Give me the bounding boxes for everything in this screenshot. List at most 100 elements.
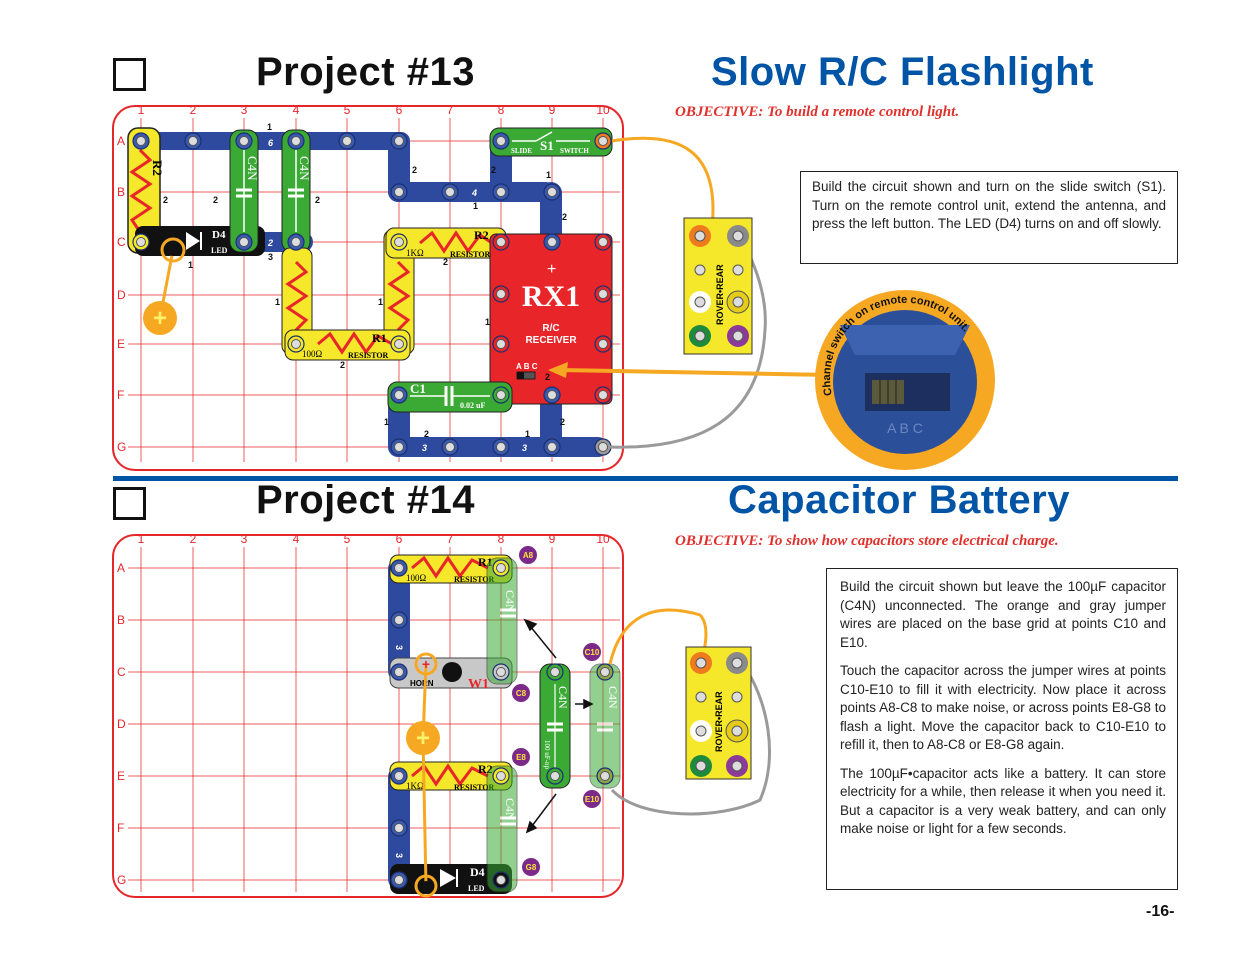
svg-text:2: 2: [443, 257, 448, 267]
svg-text:2: 2: [163, 195, 168, 205]
horn-led-probe: + +: [406, 652, 440, 898]
led-d4: D4 LED: [390, 864, 512, 894]
orange-jumper: [611, 136, 715, 229]
resistor-r2-top: R2 1KΩ RESISTOR: [385, 227, 507, 259]
svg-text:C4N: C4N: [606, 686, 620, 709]
svg-text:RESISTOR: RESISTOR: [454, 783, 495, 792]
svg-text:0.02 uF: 0.02 uF: [460, 401, 485, 410]
snap-connectors: [390, 559, 614, 889]
svg-text:100 uF-np: 100 uF-np: [543, 740, 551, 769]
svg-text:+: +: [416, 725, 430, 752]
wire-label: 3: [522, 443, 527, 453]
receiver-rx1: + RX1 R/C RECEIVER A B C: [489, 233, 613, 405]
grid-row-label: F: [117, 821, 124, 835]
svg-text:2: 2: [340, 360, 345, 370]
instruction-paragraph: Build the circuit shown but leave the 10…: [840, 579, 1166, 650]
point-label: C10: [585, 648, 600, 657]
capacitor-c4n-a: C4N: [229, 129, 260, 253]
svg-text:100Ω: 100Ω: [302, 349, 323, 359]
svg-text:HORN: HORN: [410, 679, 434, 688]
project13-instructions: Build the circuit shown and turn on the …: [800, 171, 1178, 264]
svg-text:ROVER•REAR: ROVER•REAR: [715, 264, 725, 325]
grid-column-label: 2: [190, 532, 197, 546]
project14-title: Project #14: [256, 478, 475, 522]
svg-text:1: 1: [525, 429, 530, 439]
svg-text:100Ω: 100Ω: [406, 573, 427, 583]
svg-text:RESISTOR: RESISTOR: [454, 575, 495, 584]
svg-text:+: +: [547, 261, 556, 278]
channel-arrow: [548, 362, 831, 378]
wire-label: 4: [471, 188, 477, 198]
gray-jumper: [610, 659, 771, 816]
svg-text:1: 1: [384, 417, 389, 427]
grid-row-label: B: [117, 185, 125, 199]
svg-text:ROVER•REAR: ROVER•REAR: [714, 691, 724, 752]
svg-text:2: 2: [213, 195, 218, 205]
svg-text:+: +: [153, 305, 167, 332]
grid-column-label: 6: [396, 104, 403, 117]
point-label: E10: [585, 795, 600, 804]
project14-jumpers: ROVER•REAR: [608, 608, 771, 816]
svg-text:3: 3: [394, 853, 404, 858]
grid-row-label: C: [117, 665, 126, 679]
resistor-r1: R1 100Ω RESISTOR: [284, 329, 411, 361]
horn-w1: HORN W1: [389, 657, 513, 692]
instruction-paragraph: The 100µF•capacitor acts like a battery.…: [840, 765, 1166, 837]
grid-column-label: 9: [549, 532, 556, 546]
grid-row-label: C: [117, 235, 126, 249]
point-label: E8: [516, 753, 526, 762]
svg-text:W1: W1: [468, 677, 489, 692]
grid-column-label: 3: [241, 104, 248, 117]
switch-s1: S1 SLIDE SWITCH: [489, 127, 613, 157]
svg-text:R2: R2: [150, 160, 165, 176]
grid-row-label: E: [117, 769, 125, 783]
instruction-paragraph: Touch the capacitor across the jumper wi…: [840, 663, 1166, 752]
grid-row-label: A: [117, 561, 125, 575]
wire-a-row: [140, 132, 410, 150]
project13-jumpers: ROVER•REAR: [548, 136, 831, 449]
project14-checkbox[interactable]: [113, 487, 146, 520]
svg-text:1: 1: [275, 297, 280, 307]
grid-row-label: G: [117, 440, 126, 454]
svg-text:RESISTOR: RESISTOR: [450, 250, 491, 259]
grid-column-label: 4: [293, 104, 300, 117]
capacitor-c4n-b: C4N: [281, 129, 312, 253]
svg-text:C4N: C4N: [556, 686, 570, 709]
svg-text:C4N: C4N: [245, 156, 260, 181]
project14-objective: OBJECTIVE: To show how capacitors store …: [675, 533, 1059, 549]
svg-text:RX1: RX1: [522, 280, 580, 313]
rover-rear-panel: ROVER•REAR: [683, 217, 753, 355]
svg-text:S1: S1: [540, 138, 554, 153]
grid-column-label: 8: [498, 532, 505, 546]
svg-text:1: 1: [188, 260, 193, 270]
gray-jumper: [607, 235, 767, 449]
move-arrows: [523, 618, 594, 834]
capacitor-c1: C1 0.02 uF: [387, 381, 513, 413]
project13-name: Slow R/C Flashlight: [711, 50, 1094, 94]
grid-row-label: A: [117, 134, 125, 148]
svg-text:C4N: C4N: [297, 156, 312, 181]
wire-label: 6: [268, 138, 274, 148]
capacitor-c4n: C4N 100 uF-np: [539, 663, 571, 789]
svg-text:C1: C1: [410, 381, 426, 396]
grid-column-label: 1: [138, 532, 145, 546]
svg-text:C4N: C4N: [503, 590, 517, 613]
snap-connectors: [132, 132, 612, 456]
svg-text:1: 1: [267, 122, 272, 132]
grid-column-label: 10: [596, 104, 610, 117]
svg-text:2: 2: [424, 429, 429, 439]
grid-column-label: 6: [396, 532, 403, 546]
point-label: A8: [523, 551, 534, 560]
svg-text:R2: R2: [474, 228, 489, 242]
page-number: -16-: [1146, 903, 1175, 920]
grid-column-label: 8: [498, 104, 505, 117]
project13-title: Project #13: [256, 50, 475, 94]
project13-checkbox[interactable]: [113, 58, 146, 91]
grid-column-label: 7: [447, 104, 454, 117]
grid-column-label: 3: [241, 532, 248, 546]
svg-text:2: 2: [315, 195, 320, 205]
wire-b-row: [388, 182, 556, 202]
svg-text:R1: R1: [372, 331, 387, 345]
